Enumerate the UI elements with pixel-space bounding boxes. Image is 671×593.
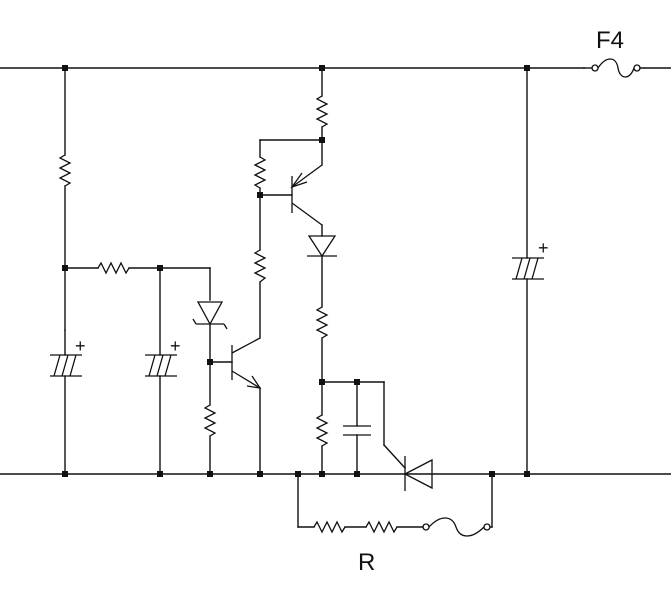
bottom-bypass-loop: [297, 473, 493, 537]
capacitor-small: [321, 381, 385, 475]
thyristor-bottom: [383, 381, 433, 491]
fuse-label: F4: [596, 27, 624, 54]
fuse-f4: [583, 58, 641, 78]
capacitor-right-plus: +: [538, 238, 549, 258]
capacitor-left: [50, 329, 82, 475]
transistor-pnp-upper: [259, 164, 323, 237]
resistor-horizontal-upper: [64, 261, 211, 301]
transistor-npn-lower: [209, 281, 262, 475]
capacitor-right: [512, 67, 544, 475]
resistor-top-center: [315, 67, 329, 166]
resistor-upper-left: [253, 139, 323, 196]
junction-dots: [62, 65, 530, 477]
resistor-zener-bottom: [203, 404, 217, 475]
resistor-mid-left: [253, 194, 267, 283]
resistor-center-bottom: [315, 414, 329, 475]
zener-diode: [192, 301, 228, 406]
capacitor-second-plus: +: [170, 336, 181, 356]
capacitor-second: [145, 267, 177, 475]
resistor-left-top: [58, 67, 72, 331]
capacitor-left-plus: +: [75, 336, 86, 356]
resistor-center-mid: [315, 306, 329, 416]
diode-center: [307, 235, 337, 308]
resistor-label: R: [358, 549, 375, 576]
